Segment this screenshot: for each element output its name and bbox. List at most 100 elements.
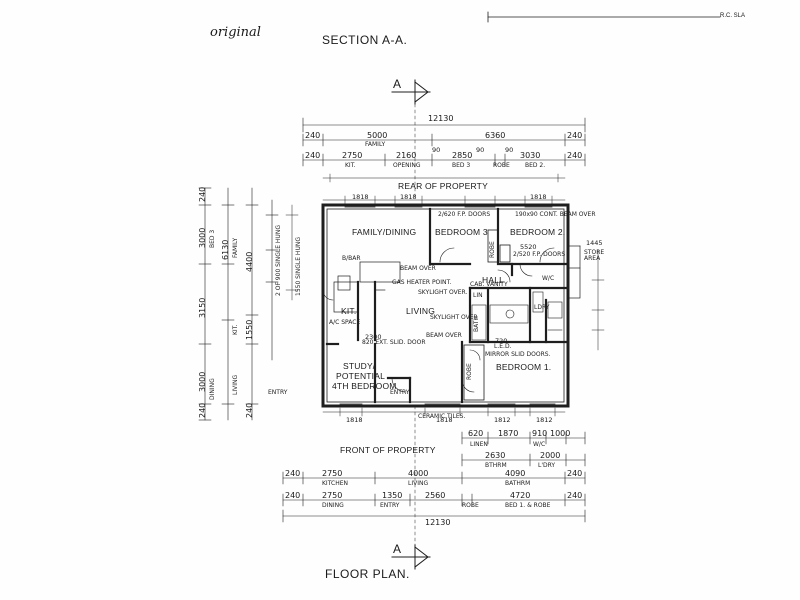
dim-bot-r1-label-1: LIVING — [408, 480, 429, 487]
note-beam-2: BEAM OVER — [426, 332, 462, 339]
dim-bot-r1-1: 2750 — [322, 469, 343, 478]
room-study-1: STUDY/ — [343, 361, 376, 371]
note-fp-doors-1: 2/620 F.P. DOORS — [438, 211, 491, 218]
dim-top-small-1: 90 — [476, 146, 485, 154]
dim-front-window-2: 1812 — [494, 416, 511, 424]
dim-front-window-1: 1818 — [436, 416, 453, 424]
kitchen-bench — [333, 261, 401, 313]
note-entry: ENTRY — [268, 389, 288, 396]
dim-line-top-row1 — [302, 133, 586, 147]
dim-left-1: 3000 — [198, 227, 207, 248]
dim-left-label-2: KIT. — [232, 324, 239, 335]
section-marker-bottom-label: A — [393, 542, 402, 556]
dim-bot-r2-2: 1350 — [382, 491, 403, 500]
dim-right-r1-label-0: LINEN — [470, 441, 488, 448]
room-living: LIVING — [406, 306, 436, 316]
dim-bot-r1-label-2: BATHRM — [505, 480, 531, 487]
dim-left-label-3: LIVING — [232, 374, 239, 395]
dim-right-r1-1: 1870 — [498, 429, 519, 438]
room-study-3: 4TH BEDROOM — [332, 381, 397, 391]
dim-top-r2-label-0: KIT. — [345, 162, 356, 169]
dim-left-2: 3150 — [198, 297, 207, 318]
dim-front-window-0: 1818 — [346, 416, 363, 424]
note-ac-space: A/C SPACE — [329, 319, 361, 326]
dim-left-inner-1: 1550 — [245, 319, 254, 340]
section-title: SECTION A-A. — [322, 33, 408, 47]
dim-bot-r1-3: 4090 — [505, 469, 526, 478]
dim-bot-r2-0: 240 — [285, 491, 301, 500]
dim-bot-r2-label-1: ENTRY — [380, 502, 400, 509]
note-vanity: CAB. VANITY — [470, 281, 508, 288]
dim-rear-window-0: 1818 — [352, 193, 369, 201]
dim-line-bottom-row1 — [282, 471, 586, 485]
dim-right-r2-label-0: BTHRM — [485, 462, 507, 469]
dim-line-front-windows — [322, 407, 566, 417]
dim-total-bottom: 12130 — [425, 518, 451, 527]
dim-bot-r2-label-3: BED 1. & ROBE — [505, 502, 551, 509]
section-marker-top — [391, 79, 431, 201]
original-note: original — [210, 25, 261, 40]
dim-right-r2-0: 2630 — [485, 451, 506, 460]
dim-left-label-1: FAMILY — [232, 237, 239, 258]
dim-bot-r1-0: 240 — [285, 469, 301, 478]
dim-line-left-inner — [245, 187, 259, 421]
dim-right-r2-label-1: L'DRY — [538, 462, 556, 469]
dim-left-4: 240 — [198, 402, 207, 418]
author-text: R.C. SLA — [720, 13, 746, 19]
dim-rear-window-2: 1818 — [530, 193, 547, 201]
room-wc: W/C — [542, 275, 555, 282]
dim-right-r1-2: 910 — [532, 429, 548, 438]
room-robe-bed3: ROBE — [489, 241, 496, 258]
rear-of-property-label: REAR OF PROPERTY — [398, 181, 488, 191]
note-slid-doors: MIRROR SLID DOORS. — [485, 351, 551, 358]
room-laundry: LDRY — [534, 304, 550, 311]
note-led: L.E.D. — [494, 343, 512, 350]
dim-line-right-row2 — [461, 453, 586, 467]
dim-line-top-row2 — [302, 153, 586, 167]
dim-total-top: 12130 — [428, 114, 454, 123]
dim-bot-r2-label-2: ROBE — [462, 502, 479, 509]
dim-line-left-windows — [265, 199, 279, 361]
dim-line-bottom-row2 — [282, 493, 586, 507]
dim-right-r1-label-1: W/C — [533, 441, 546, 448]
note-skylight-1: SKYLIGHT OVER. — [418, 289, 468, 296]
dim-top-r1-0: 240 — [305, 131, 321, 140]
dim-misc-1: 720 — [495, 337, 508, 345]
room-robe-bed1: ROBE — [466, 363, 473, 380]
dim-left-total: 6130 — [221, 239, 230, 260]
dim-line-right-row1 — [461, 431, 586, 445]
room-bedroom-2: BEDROOM 2. — [510, 227, 566, 237]
note-ceramic: CERAMIC TILES. — [418, 413, 466, 420]
dim-rear-window-1: 1818 — [400, 193, 417, 201]
dim-top-small-2: 90 — [505, 146, 514, 154]
dim-left-inner-0: 4400 — [245, 251, 254, 272]
dim-line-rear-small — [322, 173, 566, 183]
dim-line-rear-windows — [322, 195, 566, 205]
note-fp-doors-2: 2/520 F.P. DOORS — [513, 251, 566, 258]
dim-misc-3: 5520 — [520, 243, 537, 251]
dim-misc-0: 1445 — [586, 239, 603, 247]
dim-bot-r1-label-0: KITCHEN — [322, 480, 348, 487]
room-bedroom-1: BEDROOM 1. — [496, 362, 552, 372]
dim-left-3: 3000 — [198, 371, 207, 392]
room-bedroom-3: BEDROOM 3 — [435, 227, 488, 237]
dim-top-small-0: 90 — [432, 146, 441, 154]
dim-bot-r2-5: 240 — [567, 491, 583, 500]
dim-top-r2-1: 2750 — [342, 151, 363, 160]
dim-top-r2-2: 2160 — [396, 151, 417, 160]
dim-left-label-4: DINING — [209, 378, 216, 400]
dim-top-r2-label-1: OPENING — [393, 162, 421, 169]
room-store: STORE AREA — [584, 249, 605, 262]
dim-top-r1-3: 240 — [567, 131, 583, 140]
dim-top-r2-4: 3030 — [520, 151, 541, 160]
note-beam-1: BEAM OVER — [400, 265, 436, 272]
dim-top-r1-2: 6360 — [485, 131, 506, 140]
room-linen: LIN — [473, 292, 483, 299]
dim-misc-2: 2300 — [365, 333, 382, 341]
robes — [463, 229, 511, 401]
note-ext-door: 820 EXT. SLID. DOOR — [362, 339, 426, 346]
note-window-2: 1550 SINGLE HUNG — [295, 237, 302, 296]
exterior-walls — [321, 203, 570, 408]
